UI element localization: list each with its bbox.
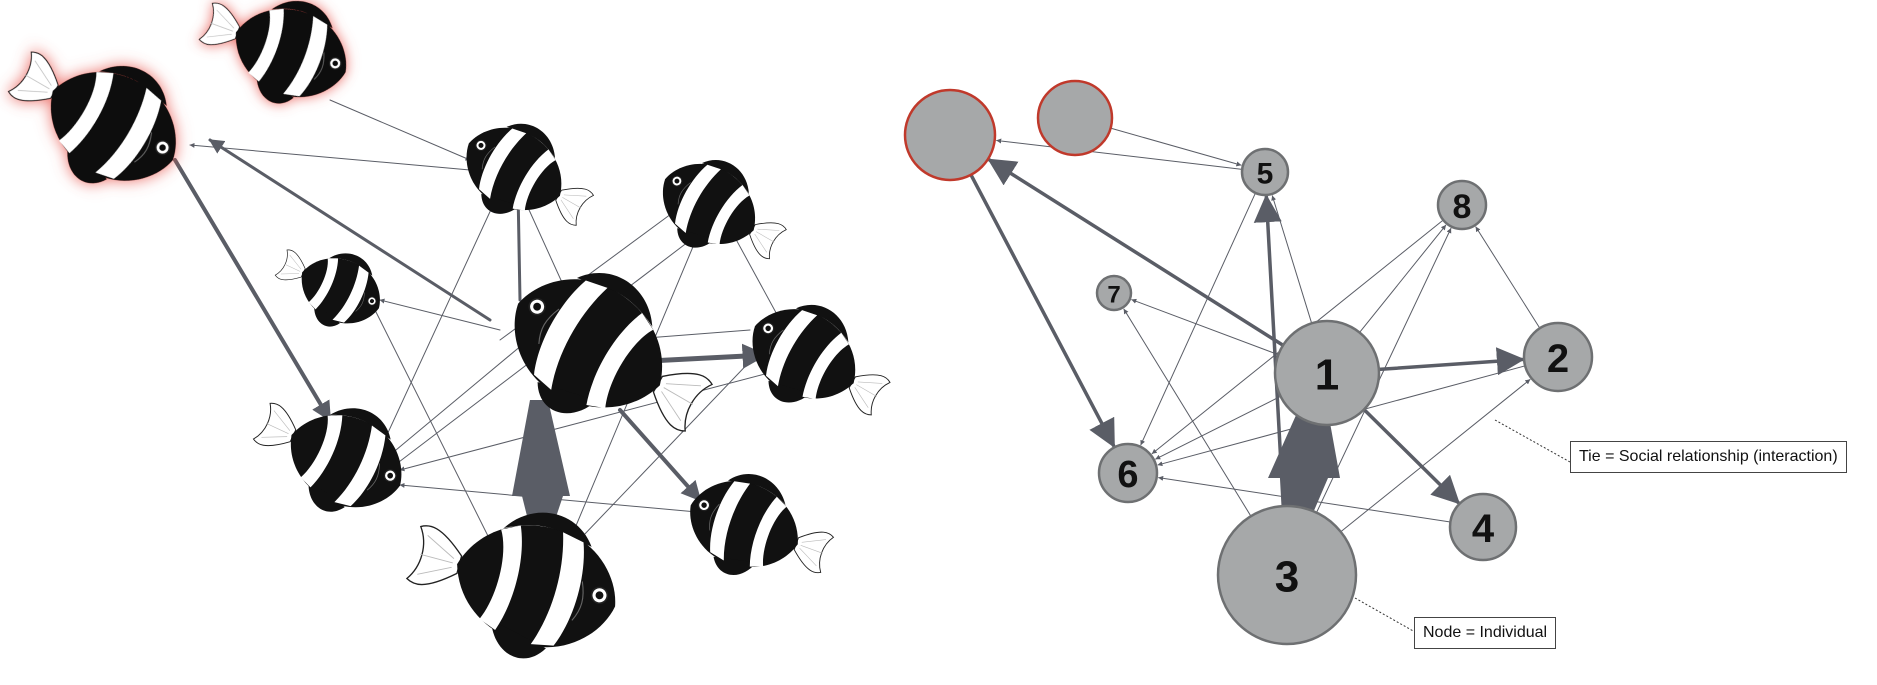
tie-3-to-8 — [1316, 228, 1452, 514]
fish-highlighted-1 — [0, 16, 205, 216]
tie-A-to-6 — [969, 173, 1116, 449]
node-label: 1 — [1315, 351, 1339, 400]
fish-panel — [0, 0, 907, 680]
tie-annotation: Tie = Social relationship (interaction) — [1570, 441, 1847, 473]
node-annotation: Node = Individual — [1414, 617, 1557, 649]
node-label: 4 — [1472, 507, 1495, 551]
node-2: 2 — [1522, 321, 1594, 393]
fish-individual — [237, 371, 424, 536]
tie-1-to-6 — [1155, 395, 1282, 460]
fish-individual — [393, 480, 635, 680]
node-highlighted-B — [1036, 79, 1114, 157]
tie-1-to-7 — [1131, 298, 1279, 356]
tie-1-to-A — [987, 158, 1285, 347]
fish-individual — [444, 101, 610, 253]
tie-3-to-2 — [1340, 379, 1531, 533]
tie-2-to-8 — [1475, 226, 1541, 329]
tie-1-to-4 — [1362, 407, 1461, 505]
network-panel: 5 8 7 1 2 6 4 3 — [903, 79, 1594, 646]
node-label: 7 — [1107, 282, 1120, 309]
node-label: 2 — [1547, 337, 1569, 381]
node-label: 5 — [1257, 158, 1274, 191]
node-8: 8 — [1436, 179, 1488, 231]
node-5: 5 — [1240, 147, 1290, 197]
node-7: 7 — [1095, 274, 1133, 312]
fish-individual — [728, 281, 907, 445]
tie-5-to-6 — [1140, 192, 1256, 446]
tie-B-to-5 — [1110, 127, 1242, 167]
tie-leader-line — [1494, 419, 1571, 463]
tie-3-to-1-strong — [1268, 395, 1340, 520]
node-4: 4 — [1448, 492, 1518, 562]
fish-highlighted-2 — [186, 0, 365, 124]
network-nodes: 5 8 7 1 2 6 4 3 — [903, 79, 1594, 646]
tie-1-to-2 — [1377, 347, 1525, 376]
fish-individual — [672, 456, 846, 605]
fish-individuals — [0, 0, 907, 680]
node-label: 6 — [1117, 454, 1138, 496]
tie-1-to-8 — [1359, 224, 1447, 333]
node-1: 1 — [1273, 319, 1381, 427]
tie-3-to-7 — [1123, 308, 1252, 517]
node-label: 8 — [1453, 188, 1472, 226]
node-6: 6 — [1097, 442, 1159, 504]
tie-5-to-A — [996, 138, 1243, 170]
fish-individual — [641, 138, 802, 286]
node-label: 3 — [1275, 553, 1299, 602]
tie-1-to-5 — [1271, 195, 1313, 324]
strong-tie-wedge — [512, 400, 570, 520]
node-3: 3 — [1216, 504, 1358, 646]
node-highlighted-A — [903, 88, 997, 182]
node-leader-line — [1354, 597, 1416, 633]
fish-edges — [173, 99, 781, 581]
